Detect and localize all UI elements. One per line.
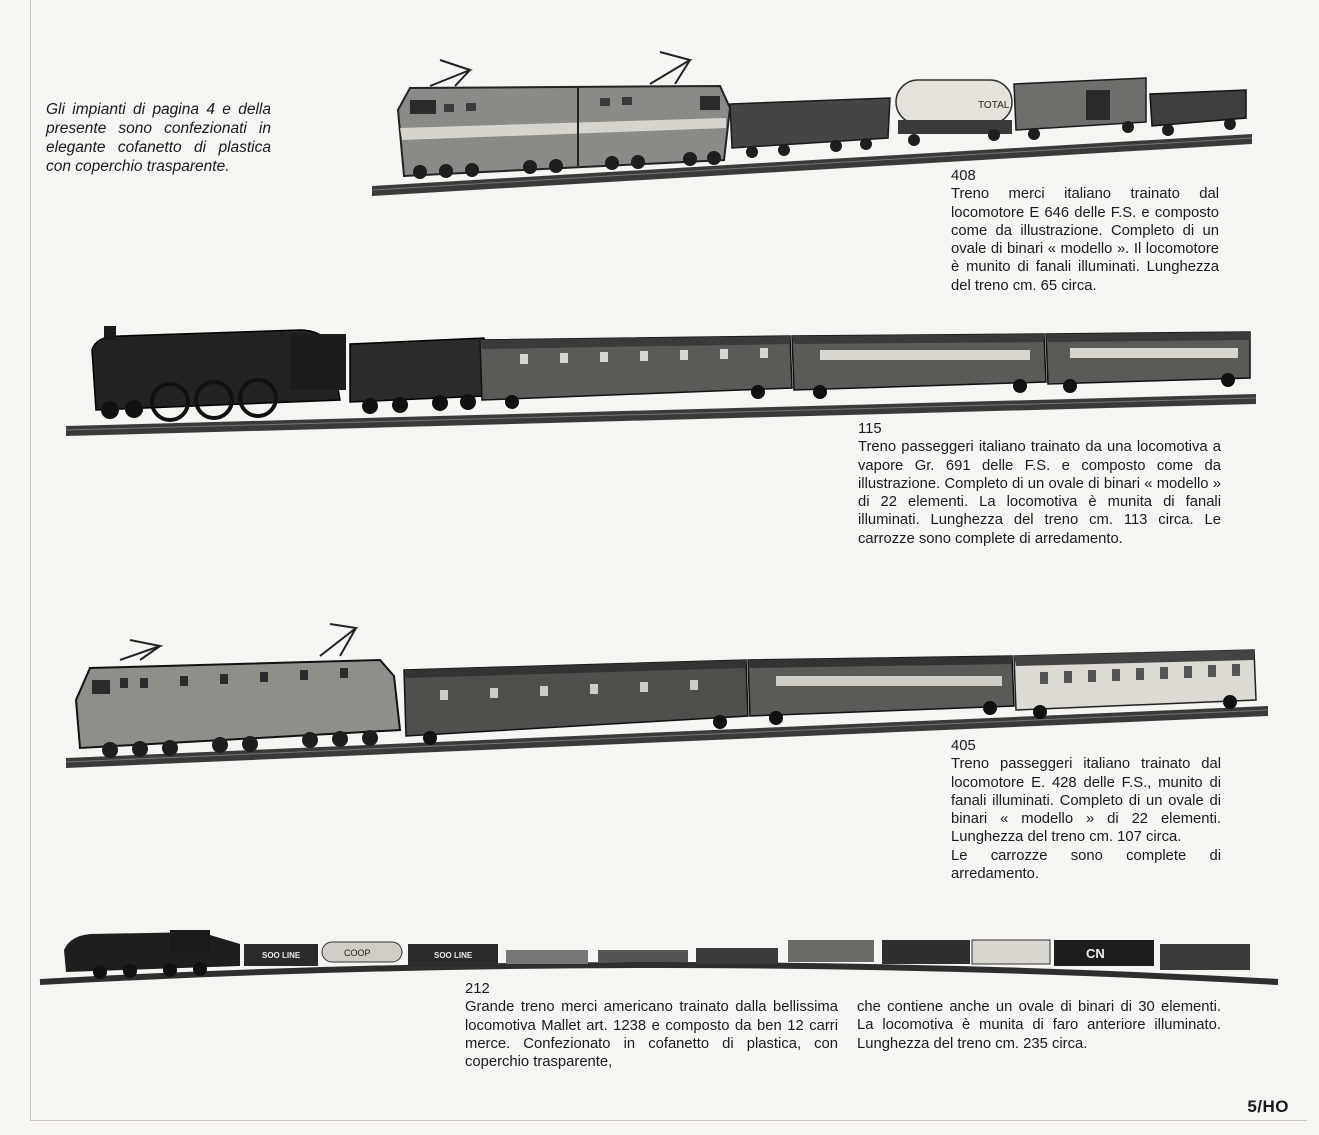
small-open-wagon [1149,89,1247,136]
track-408 [371,134,1253,196]
boxcar-2-label: SOO LINE [434,951,473,960]
caption-212-text-part2: che contiene anche un ovale di binari di… [857,999,1221,1052]
boxcar-soo-line-2: SOO LINE [408,944,498,966]
boxcar-soo-line-1: SOO LINE [244,944,318,966]
locomotive-e428 [74,623,402,758]
tender [349,337,485,414]
caboose [1160,944,1250,970]
caption-212-number: 212 [465,981,490,997]
tank-car-label: COOP [344,948,371,958]
boxcar-cn: CN [1054,940,1154,966]
tank-car-coop: COOP [321,941,403,963]
caption-115-text: Treno passeggeri italiano trainato da un… [858,439,1221,547]
track-212 [39,962,1279,985]
track-405 [65,706,1269,768]
coach-passenger [747,655,1015,725]
tank-wagon-label: TOTAL [978,100,1010,111]
coach-3 [1045,331,1251,393]
locomotive-e646 [396,51,732,179]
boxcar-cn-label: CN [1086,946,1105,961]
caption-405-text: Treno passeggeri italiano trainato dal l… [951,756,1221,883]
page-border [30,0,1307,1121]
gondola-car [506,950,588,964]
coach-2 [791,333,1047,399]
caption-212-continued: che contiene anche un ovale di binari di… [857,998,1221,1053]
caption-405-number: 405 [951,738,976,754]
caption-405: 405 Treno passeggeri italiano trainato d… [951,737,1221,883]
caption-212-text-part1: Grande treno merci americano trainato da… [465,999,838,1071]
caption-408-number: 408 [951,168,976,184]
caption-115-number: 115 [858,421,882,437]
caption-408: 408 Treno merci italiano trainato dal lo… [951,167,1219,295]
caption-212: 212 Grande treno merci americano trainat… [465,980,838,1071]
coach-light [1013,649,1257,719]
coach-1 [479,335,793,409]
intro-text: Gli impianti di pagina 4 e della present… [46,101,271,175]
steam-locomotive-gr691 [91,326,346,422]
reefer-car [971,939,1051,965]
stock-car [882,940,970,964]
mallet-locomotive [64,930,240,979]
hopper-car [696,948,778,964]
coach-baggage [403,659,749,745]
track-115 [65,394,1257,436]
caption-408-text: Treno merci italiano trainato dal locomo… [951,186,1219,294]
caption-115: 115 Treno passeggeri italiano trainato d… [858,420,1221,548]
flat-car [598,950,688,962]
open-wagon [729,97,891,158]
tank-wagon: TOTAL [895,79,1013,146]
covered-wagon [1013,77,1147,140]
boxcar-1-label: SOO LINE [262,951,301,960]
log-car [788,940,874,962]
page-number: 5/HO [1247,1097,1289,1116]
